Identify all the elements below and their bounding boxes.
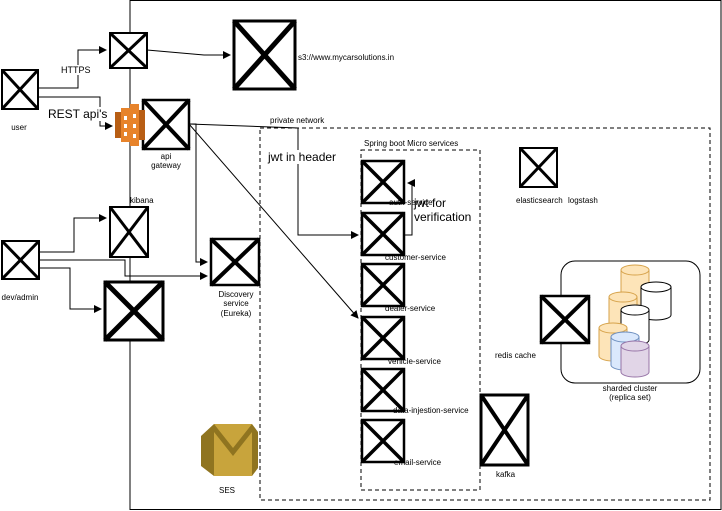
gateway-to-discovery-edge bbox=[189, 123, 208, 266]
redis-cache-label: redis cache bbox=[495, 351, 536, 360]
discovery-label: Discovery bbox=[218, 290, 254, 299]
kafka-label: kafka bbox=[496, 470, 516, 479]
s3-website-icon bbox=[232, 19, 297, 91]
redis-cache-icon bbox=[539, 294, 591, 345]
api-gateway-image-icon bbox=[141, 98, 191, 151]
user-label: user bbox=[11, 123, 27, 132]
dealer-service-icon bbox=[360, 262, 406, 308]
dev-tool-icon bbox=[103, 280, 165, 342]
kibana-icon bbox=[108, 206, 150, 258]
data-injestion-service-icon bbox=[360, 367, 406, 413]
jwt-header-label: jwt in header bbox=[268, 150, 337, 164]
gateway-to-vehicle-edge bbox=[188, 123, 359, 319]
https-to-s3-edge bbox=[146, 49, 231, 59]
https-label: HTTPS bbox=[61, 65, 91, 75]
spring-boot-label: Spring boot Micro services bbox=[364, 139, 459, 148]
api-gateway-label: api bbox=[160, 152, 172, 161]
spring-boot-boundary bbox=[360, 149, 481, 491]
customer-service-label: customer-service bbox=[385, 253, 446, 262]
dev-admin-icon bbox=[0, 239, 41, 281]
jwt-verification-label: jwt for verification bbox=[414, 196, 472, 224]
sharded-cluster-label-2: (replica set) bbox=[609, 393, 651, 402]
aws-ses-icon bbox=[201, 424, 258, 476]
dealer-service-label: dealer-service bbox=[385, 304, 436, 313]
email-service-label: email-service bbox=[394, 458, 442, 467]
https-endpoint-icon bbox=[108, 31, 149, 70]
kibana-label: kibana bbox=[130, 196, 154, 205]
dev-admin-label: dev/admin bbox=[1, 293, 39, 302]
data-injestion-service-label: data-injestion-service bbox=[393, 406, 469, 415]
s3-site-label: s3://www.mycarsolutions.in bbox=[298, 53, 395, 62]
api-gateway-label-2: gateway bbox=[151, 161, 181, 170]
elasticsearch-icon bbox=[518, 146, 559, 189]
dev-to-discovery-edge bbox=[39, 259, 208, 280]
kafka-icon bbox=[479, 393, 530, 467]
private-network-label: private network bbox=[270, 116, 325, 125]
gateway-to-customer-edge bbox=[188, 123, 359, 239]
private-network-boundary bbox=[259, 127, 711, 501]
database-icon bbox=[620, 340, 650, 378]
vehicle-service-icon bbox=[360, 315, 406, 361]
dev-to-kibana-edge bbox=[39, 214, 107, 253]
sharded-cluster-label: sharded cluster bbox=[602, 384, 658, 393]
vehicle-service-label: vehicle-service bbox=[388, 357, 441, 366]
rest-apis-label: REST api's bbox=[48, 107, 108, 121]
discovery-service-icon bbox=[209, 237, 261, 287]
user-icon bbox=[0, 68, 40, 111]
ses-label: SES bbox=[218, 486, 236, 495]
auth-service-label: auth-service bbox=[389, 198, 433, 207]
logstash-label: logstash bbox=[568, 196, 598, 205]
discovery-label-3: (Eureka) bbox=[220, 309, 252, 318]
elasticsearch-label: elasticsearch bbox=[516, 196, 563, 205]
customer-to-auth-edge bbox=[404, 179, 415, 236]
aws-api-gateway-icon bbox=[115, 104, 145, 146]
discovery-label-2: service bbox=[223, 299, 249, 308]
auth-service-icon bbox=[360, 159, 406, 205]
connectors bbox=[38, 46, 415, 319]
email-service-icon bbox=[360, 418, 406, 464]
customer-service-icon bbox=[360, 211, 406, 257]
dev-to-dev-tool-edge bbox=[39, 267, 102, 313]
